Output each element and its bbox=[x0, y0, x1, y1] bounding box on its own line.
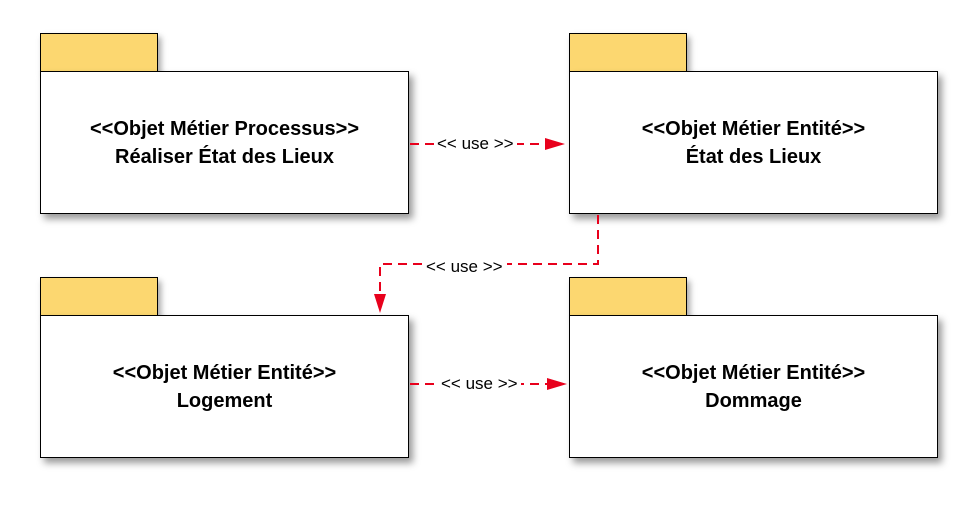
package-stereotype: <<Objet Métier Processus>> bbox=[89, 117, 360, 140]
package-tab bbox=[40, 33, 158, 73]
package-name: Logement bbox=[176, 389, 273, 412]
package-tab bbox=[569, 277, 687, 317]
package-name: État des Lieux bbox=[685, 145, 822, 168]
relation-label-realiser-etat: << use >> bbox=[434, 134, 517, 154]
package-body: <<Objet Métier Processus>> Réaliser État… bbox=[40, 71, 409, 214]
relation-label-logement-dommage: << use >> bbox=[438, 374, 521, 394]
package-tab bbox=[40, 277, 158, 317]
package-body: <<Objet Métier Entité>> Dommage bbox=[569, 315, 938, 458]
package-stereotype: <<Objet Métier Entité>> bbox=[641, 361, 866, 384]
relation-label-etat-logement: << use >> bbox=[422, 257, 507, 277]
package-body: <<Objet Métier Entité>> État des Lieux bbox=[569, 71, 938, 214]
package-name: Dommage bbox=[705, 389, 802, 412]
package-body: <<Objet Métier Entité>> Logement bbox=[40, 315, 409, 458]
package-stereotype: <<Objet Métier Entité>> bbox=[641, 117, 866, 140]
package-stereotype: <<Objet Métier Entité>> bbox=[112, 361, 337, 384]
package-tab bbox=[569, 33, 687, 73]
package-name: Réaliser État des Lieux bbox=[115, 145, 334, 168]
